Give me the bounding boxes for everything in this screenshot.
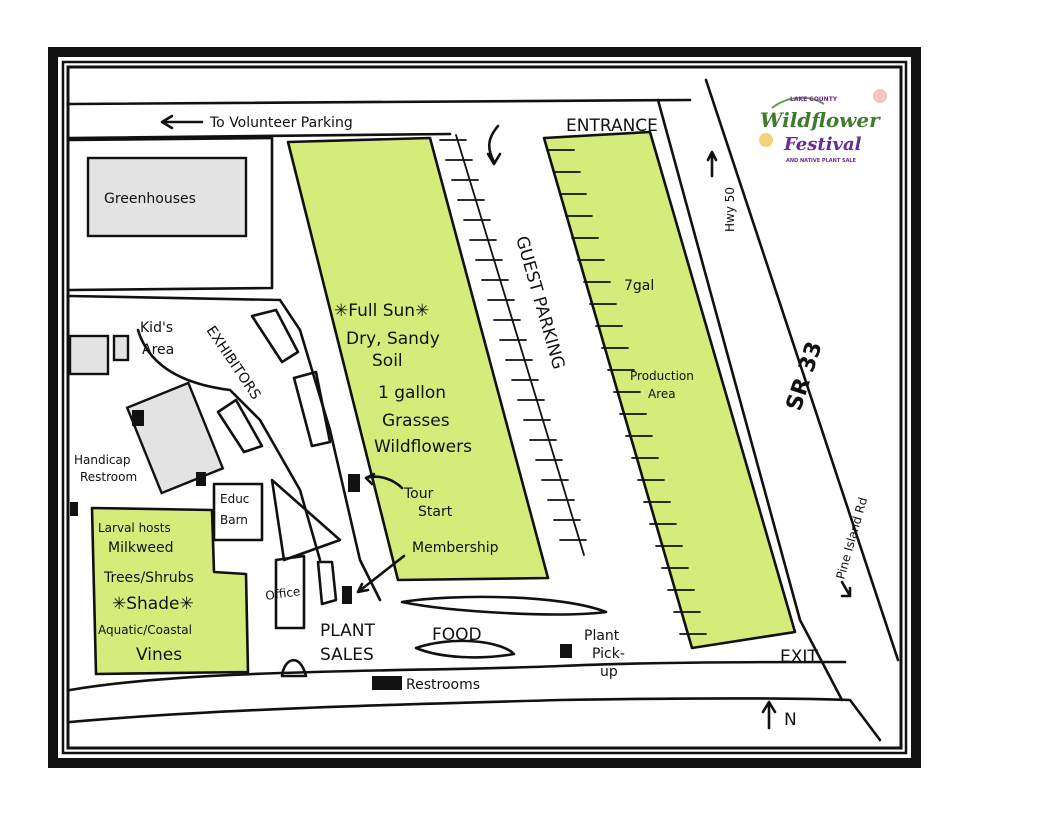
- fullsun-label-2: Dry, Sandy: [346, 329, 440, 349]
- shade-label-2: Milkweed: [108, 540, 174, 556]
- food-island-2: [414, 639, 516, 659]
- membership-arrow: [356, 554, 406, 594]
- greenhouse-area-outline: [68, 136, 274, 292]
- volunteer-parking-arrow: [160, 114, 204, 130]
- office-annex: [316, 560, 338, 606]
- educ-barn: [212, 482, 264, 542]
- handicap-label-2: Restroom: [80, 470, 137, 484]
- left-edge-marker: [70, 502, 78, 516]
- exit-label: EXIT: [780, 647, 818, 667]
- food-label: FOOD: [432, 625, 482, 645]
- plant-pickup-label-3: up: [600, 664, 618, 680]
- sr33-road-left: [656, 98, 844, 702]
- tour-arrow: [364, 472, 404, 490]
- frame-inner-line: [61, 60, 908, 755]
- shade-label-3: Trees/Shrubs: [103, 570, 194, 586]
- volunteer-parking-label: To Volunteer Parking: [209, 115, 353, 131]
- left-road-loop-2: [136, 328, 322, 562]
- logo-flower-1: [759, 133, 773, 147]
- seven-gal-label: 7gal: [624, 278, 654, 294]
- exhibitor-island-2: [292, 370, 332, 448]
- guest-parking-stalls: [439, 134, 707, 635]
- handicap-label-1: Handicap: [74, 453, 131, 467]
- greenhouses-label: Greenhouses: [104, 191, 196, 207]
- bottom-road-bottom: [68, 697, 882, 742]
- tour-start-label-2: Start: [418, 504, 453, 520]
- logo-leaf: [771, 96, 825, 109]
- entrance-arrow: [486, 124, 502, 166]
- educ-barn-label-2: Barn: [220, 513, 248, 527]
- top-road-edge-2: [68, 132, 452, 140]
- logo-line1: LAKE COUNTY: [790, 96, 838, 103]
- greenhouses-building: [86, 156, 248, 238]
- fullsun-label-5: Grasses: [382, 411, 450, 431]
- membership-booth: [342, 586, 352, 604]
- shade-label-4: ✳Shade✳: [112, 594, 194, 614]
- shade-label-5: Aquatic/Coastal: [98, 623, 192, 637]
- fullsun-label-6: Wildflowers: [374, 437, 472, 457]
- zone-production: [542, 130, 797, 650]
- exhibitor-island-3: [216, 398, 264, 454]
- fullsun-label-3: Soil: [372, 351, 403, 371]
- zone-shade: [90, 506, 250, 676]
- exhibitor-island-1: [250, 308, 300, 364]
- fullsun-label-1: ✳Full Sun✳: [334, 301, 429, 321]
- exhibitor-booth: [132, 410, 144, 426]
- festival-logo: LAKE COUNTY Wildflower Festival AND NATI…: [759, 89, 887, 164]
- north-label: N: [784, 710, 797, 730]
- zone-full-sun: [286, 136, 550, 582]
- logo-line3: Festival: [783, 134, 862, 155]
- kids-area-label-2: Area: [142, 342, 174, 358]
- dome: [280, 658, 308, 678]
- pine-island-arrow: [840, 580, 852, 598]
- exhibitor-building: [125, 381, 225, 495]
- handicap-restroom-block: [196, 472, 206, 486]
- hwy50-label: Hwy 50: [723, 187, 737, 232]
- north-arrow: [761, 700, 777, 730]
- tour-start-label-1: Tour: [403, 486, 434, 502]
- logo-flower-2: [873, 89, 887, 103]
- sr33-road-right: [704, 78, 900, 662]
- office-label: Office: [264, 584, 301, 603]
- plant-sales-label-1: PLANT: [320, 621, 375, 641]
- food-island-1: [400, 595, 608, 616]
- plant-sales-label-2: SALES: [320, 645, 374, 665]
- restrooms-marker: [372, 676, 402, 690]
- plant-pickup-label-2: Pick-: [592, 646, 625, 662]
- entrance-label: ENTRANCE: [566, 116, 658, 136]
- kids-area-label-1: Kid's: [140, 320, 173, 336]
- left-road-loop: [68, 294, 382, 602]
- kids-small-building: [68, 334, 110, 376]
- logo-line2: Wildflower: [760, 108, 881, 132]
- kids-shed: [112, 334, 130, 362]
- shade-label-1: Larval hosts: [98, 521, 171, 535]
- educ-barn-label-1: Educ: [220, 492, 249, 506]
- top-road-edge: [68, 98, 692, 106]
- membership-label: Membership: [412, 540, 499, 556]
- plant-pickup-label-1: Plant: [584, 628, 620, 644]
- logo-line4: AND NATIVE PLANT SALE: [786, 158, 857, 164]
- hwy50-arrow: [706, 150, 718, 178]
- bottom-road-top: [68, 660, 847, 692]
- office-building: [274, 554, 306, 630]
- shade-label-6: Vines: [136, 645, 182, 665]
- barn-path: [270, 478, 342, 562]
- production-label-1: Production: [630, 369, 694, 383]
- fullsun-label-4: 1 gallon: [378, 383, 446, 403]
- restrooms-label: Restrooms: [406, 677, 480, 693]
- plant-pickup-marker: [560, 644, 572, 658]
- production-label-2: Area: [648, 387, 676, 401]
- tour-start-marker: [348, 474, 360, 492]
